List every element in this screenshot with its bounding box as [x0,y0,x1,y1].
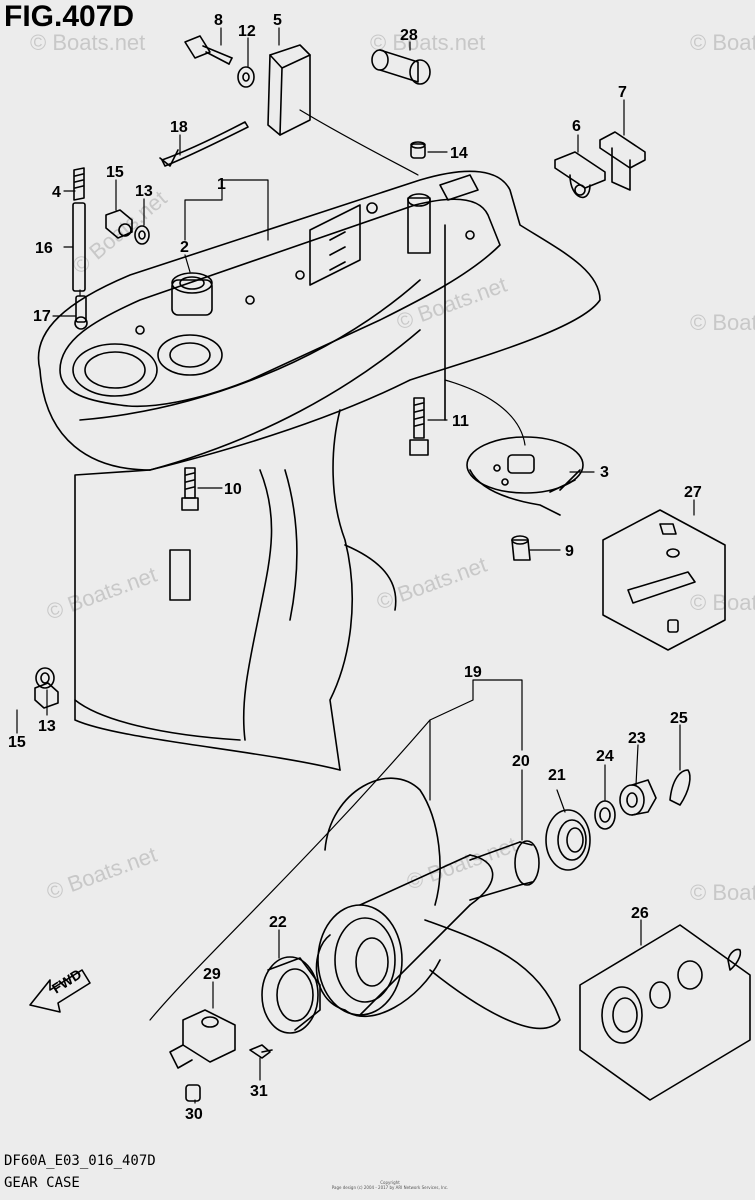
anode-kit-27 [602,509,726,651]
fwd-arrow-icon: FWD [29,966,91,1013]
drawing-code: DF60A_E03_016_407D [4,1153,156,1169]
grommet-28 [371,49,431,85]
copyright-line: Page design (c) 2004 - 2017 by ARI Netwo… [331,1185,449,1190]
callout-7: 7 [618,84,627,101]
callout-8: 8 [214,12,223,29]
callout-25: 25 [670,710,688,727]
callout-30: 30 [185,1106,203,1123]
watermark: © Boats.net [30,30,145,55]
callout-1: 1 [217,176,226,193]
bracket-7 [599,131,646,191]
bolt-8 [184,35,233,65]
pin-14 [410,141,426,159]
figure-title: FIG.407D [4,0,135,33]
callout-10: 10 [224,481,242,498]
plug-15-lower [34,682,59,709]
washer-12 [237,66,255,88]
watermark: © Boats.net [373,552,490,615]
copyright-note: Copyright Page design (c) 2004 - 2017 by… [330,1180,450,1190]
watermark: © Boats.net [403,832,520,895]
bearing-21 [545,809,591,871]
gasket-13-upper [134,225,150,245]
callout-22: 22 [269,914,287,931]
stopper-29 [169,1009,236,1069]
callout-labels: 8 12 5 28 18 7 6 14 4 15 13 1 2 16 17 11… [8,12,702,1123]
bolt-10 [181,467,199,511]
copyright-line: Copyright [380,1180,400,1185]
callout-18: 18 [170,119,188,136]
watermark: © Boats.net [690,590,755,615]
watermark: © Boats.net [43,842,160,905]
nut-9 [511,535,531,561]
thrust-holder-22 [261,956,321,1034]
callout-6: 6 [572,118,581,135]
watermark: © Boats.net [690,880,755,905]
bolt-11 [409,397,429,456]
watermark: © Boats.net [690,30,755,55]
cotter-pin-25 [669,769,691,806]
callout-21: 21 [548,767,566,784]
watermark: © Boats.net [43,562,160,625]
callout-13-upper: 13 [135,183,153,200]
callout-12: 12 [238,23,256,40]
callout-5: 5 [273,12,282,29]
drawing-name: GEAR CASE [4,1175,80,1191]
callout-14: 14 [450,145,468,162]
screw-17 [74,295,88,330]
callout-4: 4 [52,184,61,201]
leader-lines [16,27,695,1104]
callout-13-lower: 13 [38,718,56,735]
nut-23 [619,779,657,816]
watermark: © Boats.net [690,310,755,335]
callout-19: 19 [464,664,482,681]
callout-23: 23 [628,730,646,747]
tie-18 [161,121,249,167]
callout-17: 17 [33,308,51,325]
callout-29: 29 [203,966,221,983]
bolt-31 [249,1044,273,1059]
callout-3: 3 [600,464,609,481]
callout-28: 28 [400,27,418,44]
cover-5 [267,44,311,136]
callout-31: 31 [250,1083,268,1100]
bracket-6 [554,151,606,199]
callout-2: 2 [180,239,189,256]
gasket-13-lower [35,667,55,689]
callout-20: 20 [512,753,530,770]
callout-15-upper: 15 [106,164,124,181]
callout-26: 26 [631,905,649,922]
washer-24 [594,800,616,830]
hardware-kit-26 [579,924,751,1101]
callout-27: 27 [684,484,702,501]
gear-case-housing [37,170,601,771]
callout-24: 24 [596,748,614,765]
watermark: © Boats.net [370,30,485,55]
anode-3 [466,436,584,516]
callout-11: 11 [452,413,469,430]
collar-30 [185,1084,201,1102]
callout-9: 9 [565,543,574,560]
propeller-19 [315,777,561,1030]
callout-15-lower: 15 [8,734,26,751]
callout-16: 16 [35,240,53,257]
plug-15-upper [105,209,133,239]
